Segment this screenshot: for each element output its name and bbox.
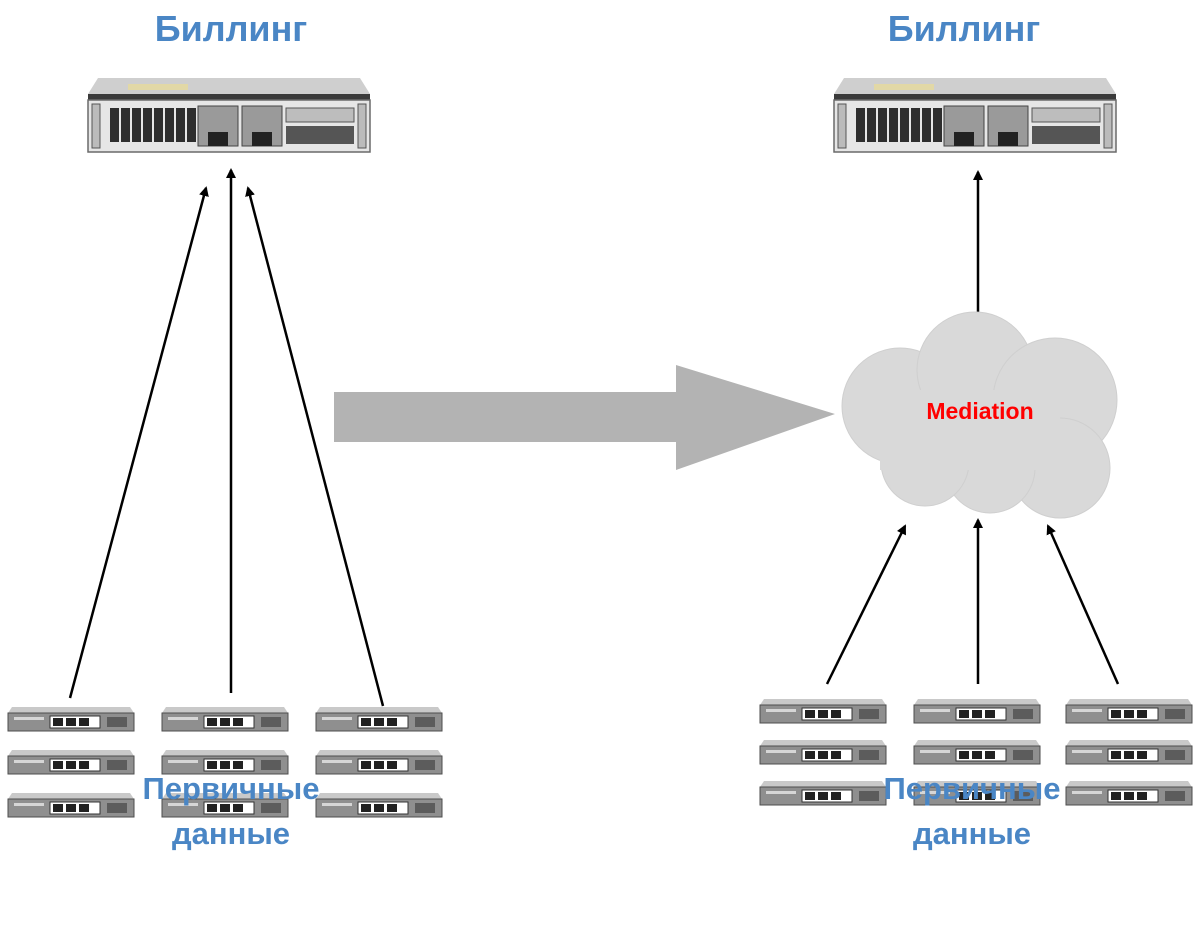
left-billing-server-icon xyxy=(87,77,371,153)
left-data-arrows xyxy=(68,168,385,707)
cloud-icon xyxy=(841,311,1118,519)
right-billing-title: Биллинг xyxy=(887,8,1041,49)
network-device-icon xyxy=(161,706,289,732)
transition-arrow xyxy=(334,365,835,470)
primary-data-line1: Первичные xyxy=(883,771,1061,806)
network-device-icon xyxy=(913,739,1041,765)
right-data-arrows xyxy=(825,518,1120,685)
primary-data-line1: Первичные xyxy=(142,771,320,806)
left-billing-title: Биллинг xyxy=(154,8,308,49)
arrow-left-3 xyxy=(245,186,385,707)
left-primary-data-label: Первичные данные xyxy=(81,766,381,856)
network-device-icon xyxy=(913,698,1041,724)
arrow-left-1 xyxy=(68,186,209,699)
primary-data-line2: данные xyxy=(171,816,291,851)
arrow-right-3 xyxy=(1046,524,1120,685)
right-billing-server-icon xyxy=(833,77,1117,153)
network-device-icon xyxy=(1065,739,1193,765)
network-device-icon xyxy=(315,706,443,732)
network-device-icon xyxy=(1065,698,1193,724)
network-device-icon xyxy=(759,698,887,724)
network-device-icon xyxy=(759,739,887,765)
mediation-label: Mediation xyxy=(926,398,1034,424)
arrow-right-1 xyxy=(825,524,907,685)
right-primary-data-label: Первичные данные xyxy=(822,766,1122,856)
network-device-icon xyxy=(7,706,135,732)
primary-data-line2: данные xyxy=(912,816,1032,851)
